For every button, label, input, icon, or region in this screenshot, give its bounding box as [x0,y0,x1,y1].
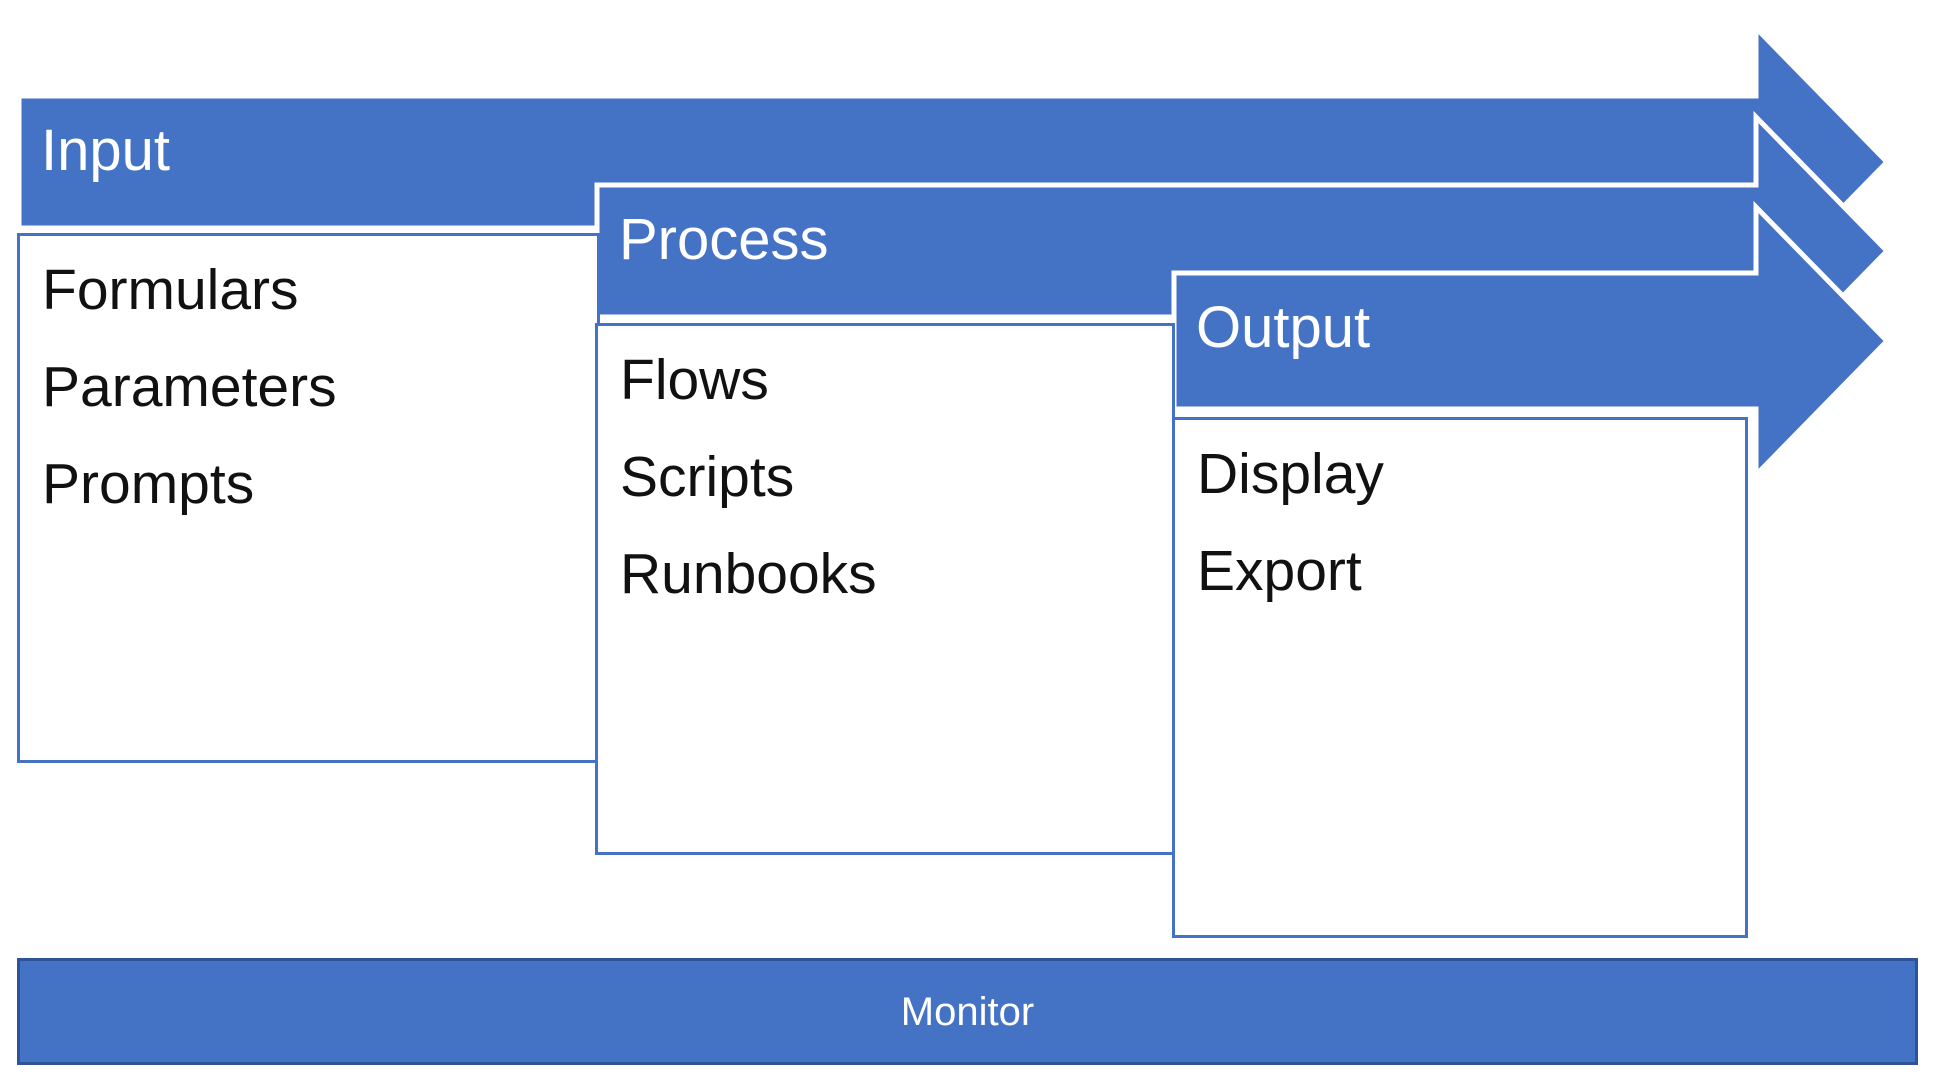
output-content-box: Display Export [1172,417,1748,938]
list-item: Runbooks [620,541,877,606]
list-item: Parameters [42,354,337,419]
input-content-box: Formulars Parameters Prompts [17,233,600,763]
process-content-box: Flows Scripts Runbooks [595,323,1175,855]
list-item: Export [1197,538,1362,603]
stage-label-output: Output [1196,295,1371,360]
stage-label-process: Process [619,207,829,272]
process-item-list: Flows Scripts Runbooks [598,326,1172,622]
list-item: Scripts [620,444,795,509]
output-arrow [1171,200,1891,482]
list-item: Display [1197,441,1384,506]
monitor-bar: Monitor [17,958,1918,1065]
output-item-list: Display Export [1175,420,1745,619]
monitor-label: Monitor [900,989,1035,1034]
list-item: Flows [620,347,769,412]
list-item: Prompts [42,451,255,516]
list-item: Formulars [42,257,299,322]
input-item-list: Formulars Parameters Prompts [20,236,597,532]
stage-label-input: Input [41,118,170,183]
